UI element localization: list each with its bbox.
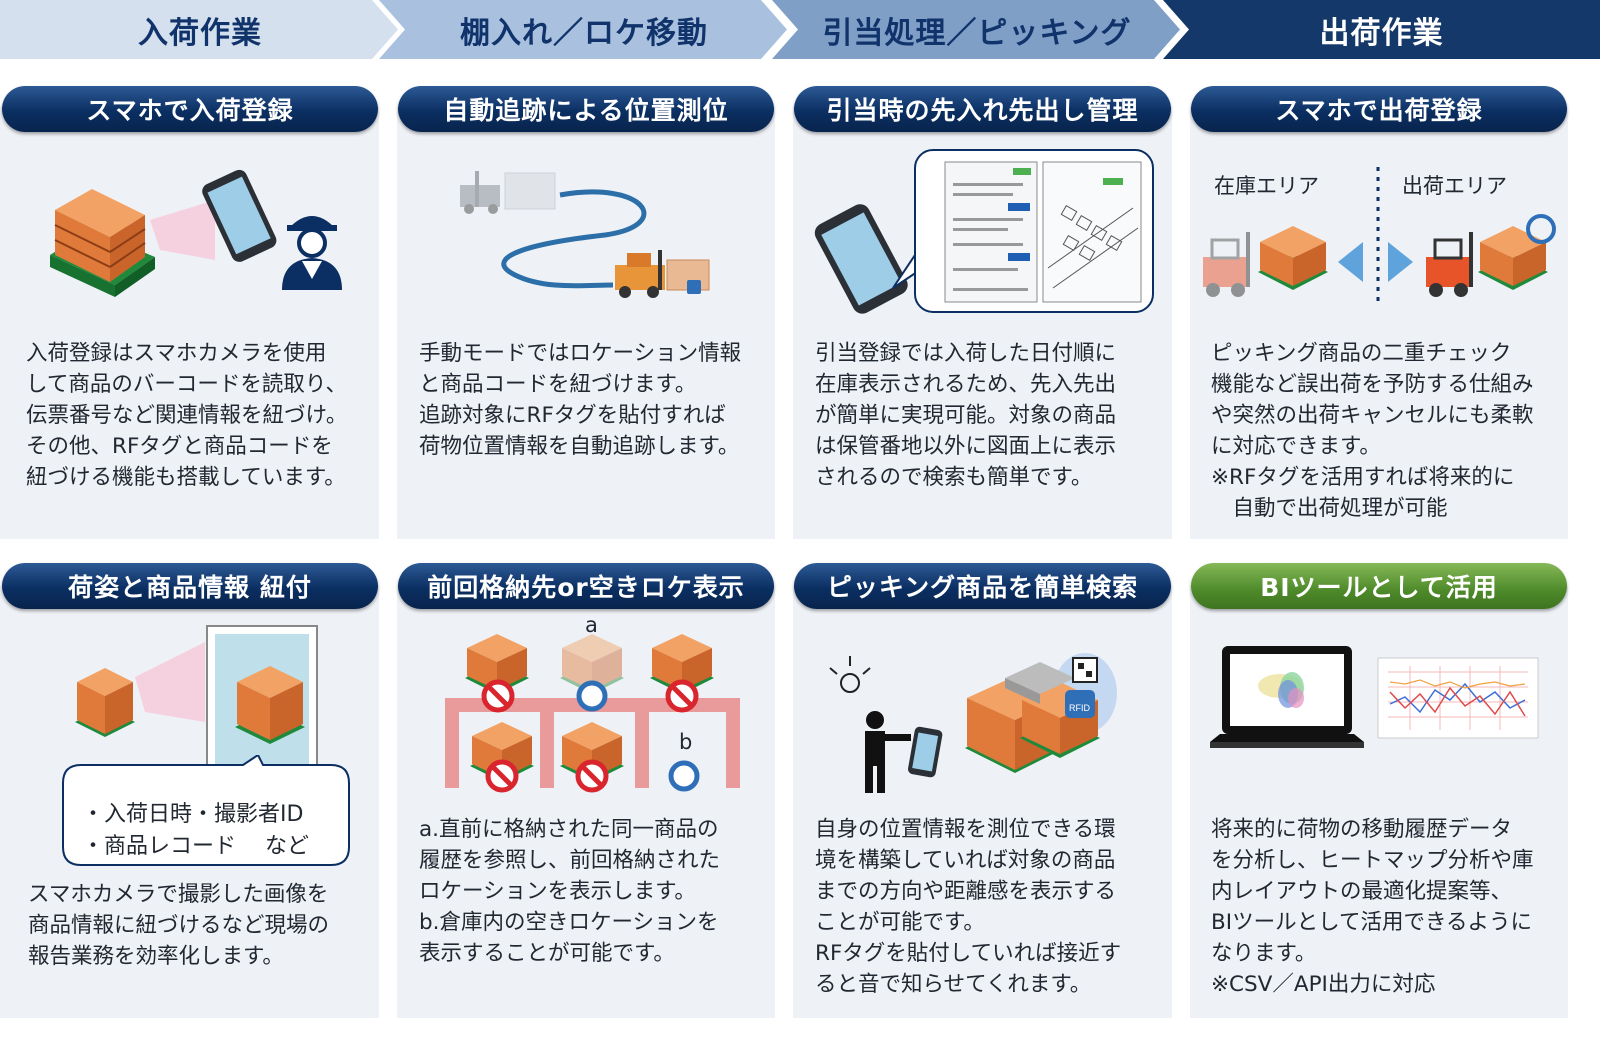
photo-info-line: ・入荷日時・撮影者ID	[82, 802, 304, 827]
stage-arrow-shape	[1163, 0, 1600, 59]
forklift-faded-icon	[1203, 232, 1250, 297]
photo-info-bubble	[62, 755, 350, 866]
receiving-illustration	[50, 169, 342, 297]
card-receiving-register	[0, 107, 379, 539]
pallet-icon	[465, 634, 529, 694]
photo-link-illustration	[75, 625, 318, 787]
app-screen-map	[1042, 161, 1142, 303]
smartphone-icon	[202, 169, 277, 262]
card-description: 将来的に荷物の移動履歴データ を分析し、ヒートマップ分析や庫 内レイアウトの最適…	[1211, 817, 1534, 997]
tracking-illustration	[460, 171, 710, 298]
picking-search-illustration: RFID	[829, 653, 1117, 793]
stage-arrow-shape	[772, 0, 1180, 59]
app-screen-list	[944, 161, 1038, 303]
card-description: 手動モードではロケーション情報 と商品コードを紐づけます。 追跡対象にRFタグを…	[419, 341, 742, 459]
person-icon	[865, 711, 911, 793]
fifo-illustration	[814, 149, 1154, 314]
forklift-orange-icon	[615, 250, 710, 298]
stage-arrow-picking: 引当処理／ピッキング	[772, 0, 1182, 59]
stage-arrow-shipping: 出荷作業	[1163, 0, 1600, 59]
stage-arrow-shape	[0, 0, 398, 59]
card-title: 自動追跡による位置測位	[398, 86, 774, 132]
rfid-tag-icon	[1065, 690, 1095, 718]
pallet-icon	[470, 722, 534, 782]
stage-label: 引当処理／ピッキング	[822, 15, 1132, 51]
stage-arrow-putaway: 棚入れ／ロケ移動	[379, 0, 789, 59]
pallet-icon	[50, 189, 155, 297]
pallet-stack-icon	[75, 668, 135, 737]
ok-circle-icon	[1526, 214, 1556, 244]
card-description: a.直前に格納された同一商品の 履歴を参照し、前回格納された ロケーションを表示…	[419, 817, 721, 966]
lightbulb-icon	[829, 656, 871, 693]
card-title: 前回格納先or空きロケ表示	[398, 563, 774, 609]
ok-circle-icon	[576, 680, 608, 712]
no-entry-icon	[481, 679, 699, 793]
stage-arrow-shape	[379, 0, 787, 59]
laptop-icon	[1210, 646, 1364, 748]
stock-area-label: 在庫エリア	[1214, 174, 1319, 198]
stage-label: 棚入れ／ロケ移動	[460, 15, 708, 51]
stage-arrow-receiving: 入荷作業	[0, 0, 400, 59]
card-description: ピッキング商品の二重チェック 機能など誤出荷を予防する仕組み や突然の出荷キャン…	[1211, 341, 1534, 521]
qr-code-icon	[1072, 657, 1098, 683]
smartphone-icon	[908, 726, 943, 778]
empty-slot-icon	[668, 760, 700, 792]
shipping-illustration	[1203, 167, 1556, 307]
pallet-icon	[1258, 226, 1328, 290]
card-description: 入荷登録はスマホカメラを使用 して商品のバーコードを読取り、 伝票番号など関連情…	[26, 341, 348, 490]
rack-label-b: b	[679, 730, 693, 754]
worker-icon	[282, 216, 342, 290]
pallet-icon	[650, 634, 714, 694]
card-title: 荷姿と商品情報 紐付	[2, 563, 378, 609]
card-title: ピッキング商品を簡単検索	[794, 563, 1171, 609]
card-title: BIツールとして活用	[1191, 563, 1567, 609]
rfid-tag-text: RFID	[1069, 703, 1090, 713]
ship-area-label: 出荷エリア	[1402, 174, 1507, 198]
pallet-faded-icon	[560, 634, 624, 694]
line-chart-icon	[1377, 657, 1539, 739]
card-title: スマホで入荷登録	[2, 86, 378, 132]
card-description: 自身の位置情報を測位できる環 境を構築していれば対象の商品 までの方向や距離感を…	[815, 817, 1122, 997]
stage-label: 出荷作業	[1319, 15, 1444, 51]
smartphone-icon	[814, 204, 908, 314]
rack-label-a: a	[585, 613, 598, 637]
forklift-gray-icon	[460, 171, 556, 214]
card-picking-search	[793, 586, 1172, 1018]
card-title: スマホで出荷登録	[1191, 86, 1567, 132]
card-auto-tracking	[397, 107, 775, 539]
card-title: 引当時の先入れ先出し管理	[794, 86, 1171, 132]
rack-illustration	[445, 634, 740, 793]
card-description: 引当登録では入荷した日付順に 在庫表示されるため、先入先出 が簡単に実現可能。対…	[815, 341, 1117, 490]
stage-label: 入荷作業	[138, 15, 262, 51]
card-description: スマホカメラで撮影した画像を 商品情報に紐づけるなど現場の 報告業務を効率化しま…	[28, 882, 330, 969]
photo-info-line: ・商品レコード など	[82, 834, 309, 859]
bi-illustration	[1210, 646, 1539, 748]
